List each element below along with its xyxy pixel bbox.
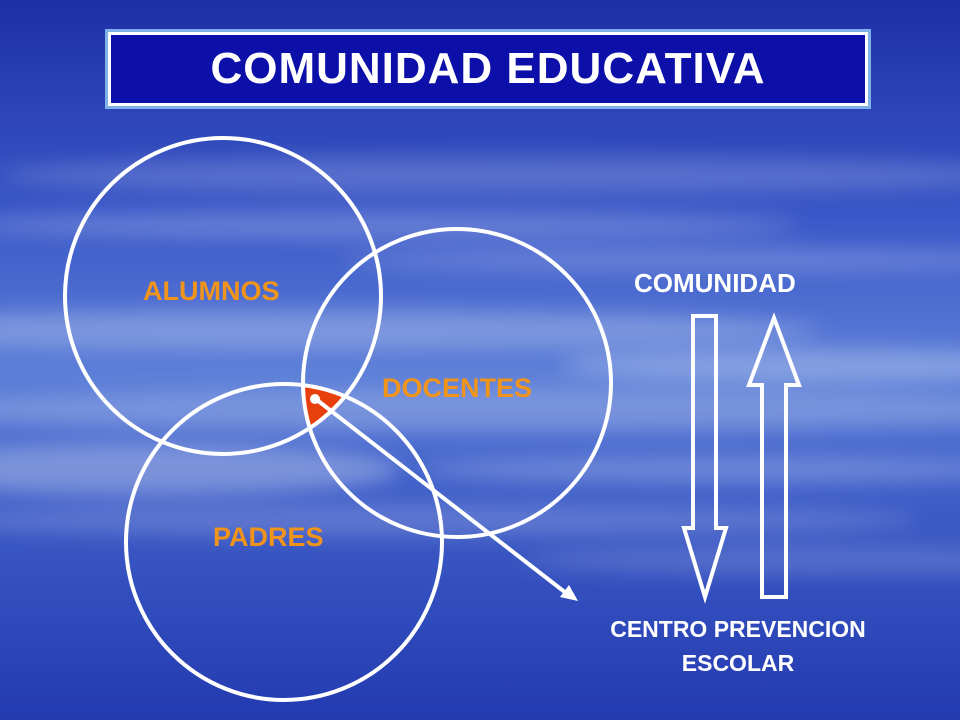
- title-banner: COMUNIDAD EDUCATIVA: [105, 29, 871, 109]
- label-centro-prevencion: CENTRO PREVENCION ESCOLAR: [578, 612, 898, 680]
- centro-line-2: ESCOLAR: [681, 650, 795, 676]
- connector-arrow: [310, 394, 578, 601]
- centro-line-1: CENTRO PREVENCION: [610, 616, 866, 642]
- circle-padres: [124, 382, 444, 702]
- label-alumnos: ALUMNOS: [143, 276, 280, 306]
- label-comunidad: COMUNIDAD: [634, 268, 796, 298]
- page-title: COMUNIDAD EDUCATIVA: [210, 44, 766, 93]
- label-padres: PADRES: [213, 522, 324, 552]
- circle-alumnos: [63, 136, 383, 456]
- up-arrow: [746, 312, 802, 599]
- down-arrow: [681, 314, 729, 604]
- label-docentes: DOCENTES: [382, 373, 533, 403]
- circle-docentes: [301, 227, 613, 539]
